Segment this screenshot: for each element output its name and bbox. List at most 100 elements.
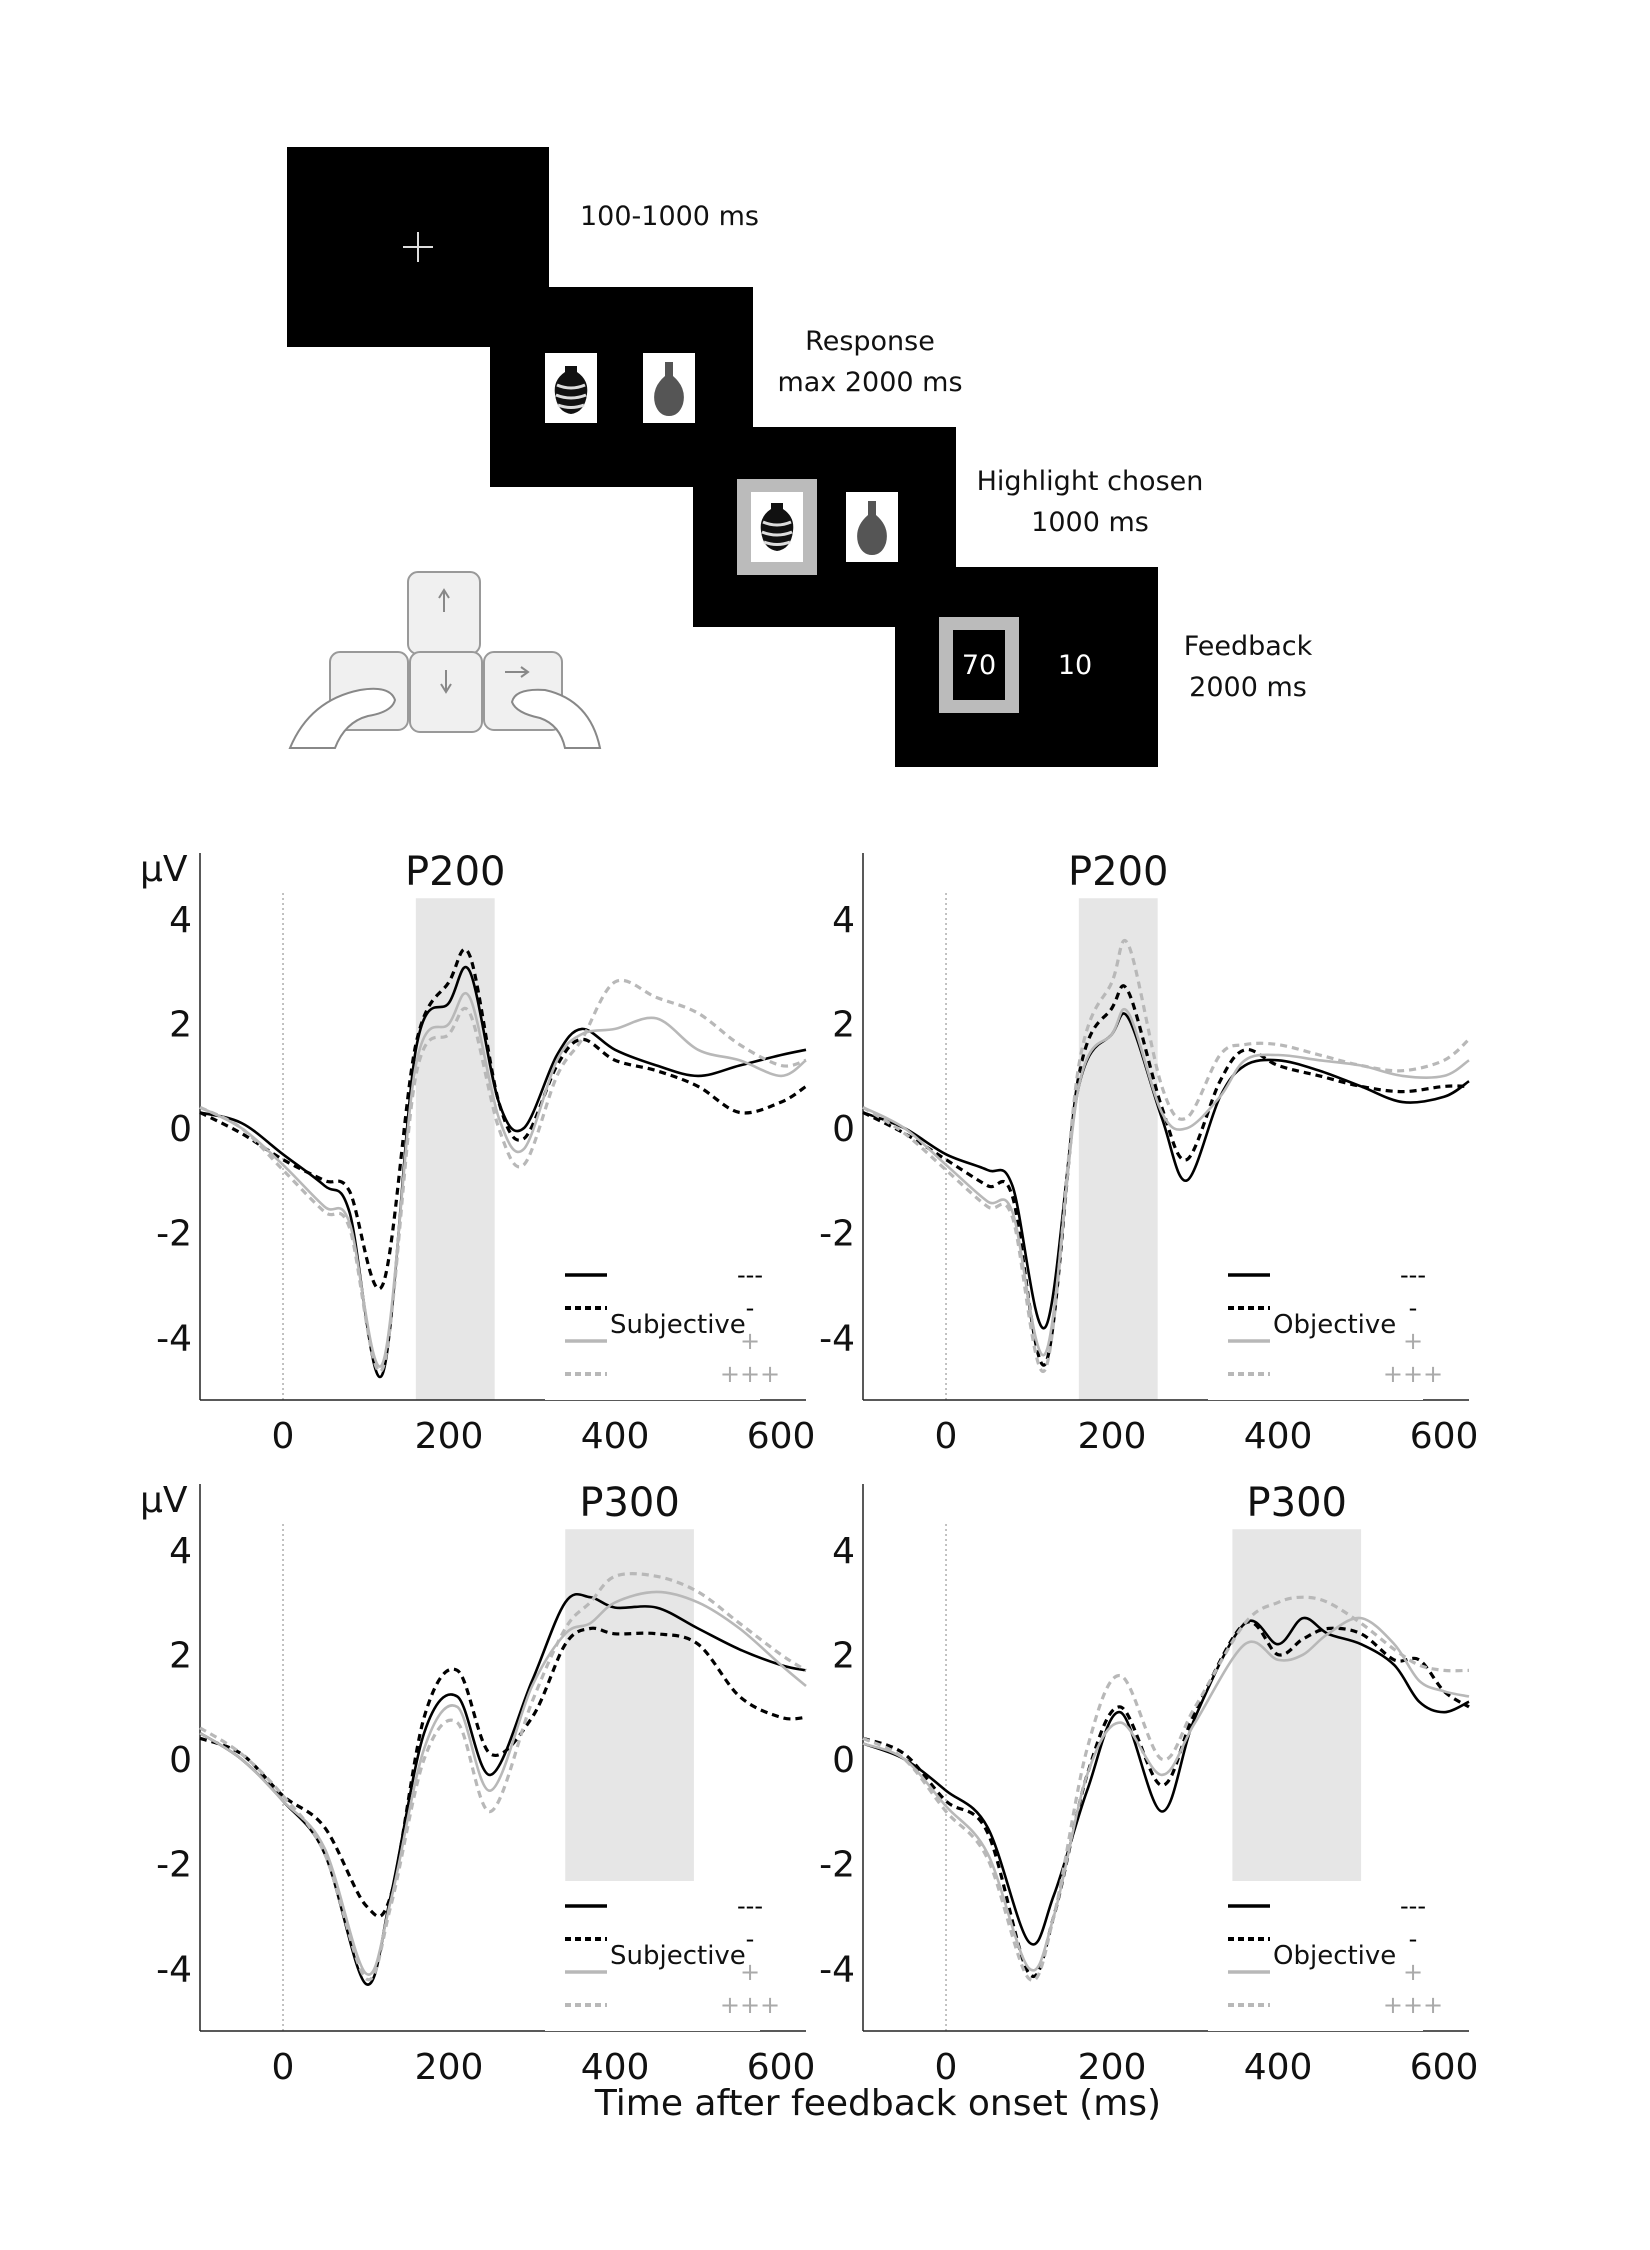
x-tick-label: 600 [747, 1416, 816, 1457]
up-arrow-key [407, 571, 481, 655]
series-line [199, 1572, 807, 1982]
y-tick-label: -4 [819, 1318, 855, 1359]
down-arrow-icon [440, 683, 452, 694]
x-tick-label: 200 [415, 2047, 484, 2088]
vase-icon [654, 362, 684, 416]
legend-symbol: + [740, 1327, 760, 1355]
series-line [862, 1616, 1470, 1946]
legend-title: Subjective [610, 1310, 746, 1340]
x-tick-label: 400 [581, 1416, 650, 1457]
feedback-screen [895, 567, 1158, 767]
series-line [199, 978, 807, 1374]
feedback-label-line1: Feedback [1184, 631, 1313, 662]
series-line [862, 1620, 1470, 1978]
feedback-chosen-value: 70 [962, 650, 996, 681]
trial-sequence: 100-1000 ms Response max 2000 ms Highlig… [287, 147, 1313, 767]
y-tick-label: 0 [169, 1109, 192, 1150]
legend-title: Objective [1273, 1310, 1396, 1340]
y-tick-label: 2 [832, 1636, 855, 1677]
x-tick-label: 200 [1078, 1416, 1147, 1457]
x-tick-label: 400 [581, 2047, 650, 2088]
legend-symbol: --- [737, 1892, 763, 1920]
up-arrow-icon [438, 588, 450, 599]
series-line [862, 984, 1470, 1367]
series-line [862, 1616, 1470, 1972]
right-arrow-icon [505, 666, 530, 678]
x-tick-label: 400 [1244, 1416, 1313, 1457]
vase-stripes [761, 520, 793, 546]
legend-symbol: --- [1400, 1261, 1426, 1289]
feedback-label-line2: 2000 ms [1189, 672, 1307, 703]
y-tick-label: 4 [169, 1531, 192, 1572]
y-axis-label: µV [140, 1480, 188, 1521]
component-window [415, 898, 495, 1400]
x-tick-label: 600 [747, 2047, 816, 2088]
y-tick-label: 2 [832, 1005, 855, 1046]
y-tick-label: 4 [169, 900, 192, 941]
legend-symbol: +++ [1383, 1360, 1443, 1388]
legend-symbol: + [1403, 1958, 1423, 1986]
legend-symbol: - [1409, 1925, 1418, 1953]
y-tick-label: 0 [169, 1740, 192, 1781]
legend-title: Subjective [610, 1941, 746, 1971]
x-tick-label: 0 [272, 2047, 295, 2088]
vase-stripes [555, 383, 587, 409]
series-line [199, 1592, 807, 1986]
vase-icon [554, 366, 588, 414]
y-tick-label: -4 [156, 1318, 192, 1359]
y-tick-label: -2 [819, 1214, 855, 1255]
series-line [199, 1626, 807, 1918]
y-tick-label: 4 [832, 1531, 855, 1572]
legend-title: Objective [1273, 1941, 1396, 1971]
y-tick-label: -4 [156, 1949, 192, 1990]
legend-symbol: + [740, 1958, 760, 1986]
component-window [1078, 898, 1158, 1400]
right-finger-icon [510, 688, 602, 749]
y-tick-label: 0 [832, 1740, 855, 1781]
screen-fixation: 100-1000 ms [287, 147, 759, 347]
legend-symbol: +++ [720, 1360, 780, 1388]
y-tick-label: -2 [819, 1845, 855, 1886]
x-tick-label: 0 [935, 2047, 958, 2088]
left-finger-icon [288, 687, 397, 749]
series-line [199, 965, 807, 1379]
y-tick-label: 2 [169, 1005, 192, 1046]
series-line [862, 1595, 1470, 1982]
legend-symbol: - [746, 1925, 755, 1953]
x-tick-label: 600 [1410, 1416, 1479, 1457]
legend-symbol: +++ [720, 1991, 780, 2019]
y-tick-label: -2 [156, 1214, 192, 1255]
y-tick-label: 4 [832, 900, 855, 941]
component-title: P200 [405, 849, 505, 895]
series-line [862, 938, 1471, 1374]
y-tick-label: 0 [832, 1109, 855, 1150]
legend-symbol: --- [737, 1261, 763, 1289]
vase-icon [857, 501, 887, 555]
component-title: P300 [1247, 1480, 1347, 1526]
highlight-label-line1: Highlight chosen [977, 466, 1204, 497]
legend-symbol: +++ [1383, 1991, 1443, 2019]
x-tick-label: 200 [1078, 2047, 1147, 2088]
screen-highlight: Highlight chosen 1000 ms [693, 427, 1203, 627]
y-tick-label: -2 [156, 1845, 192, 1886]
series-line [862, 1007, 1470, 1357]
y-tick-label: -4 [819, 1949, 855, 1990]
x-tick-label: 400 [1244, 2047, 1313, 2088]
x-tick-label: 600 [1410, 2047, 1479, 2088]
y-tick-label: 2 [169, 1636, 192, 1677]
legend-symbol: - [1409, 1294, 1418, 1322]
x-tick-label: 0 [935, 1416, 958, 1457]
keyboard-illustration [288, 571, 602, 749]
x-tick-label: 0 [272, 1416, 295, 1457]
feedback-chosen-card [953, 630, 1005, 700]
component-title: P300 [579, 1480, 679, 1526]
series-line [199, 1590, 807, 1976]
component-title: P200 [1068, 849, 1168, 895]
legend-symbol: + [1403, 1327, 1423, 1355]
response-label-line2: max 2000 ms [777, 367, 962, 398]
